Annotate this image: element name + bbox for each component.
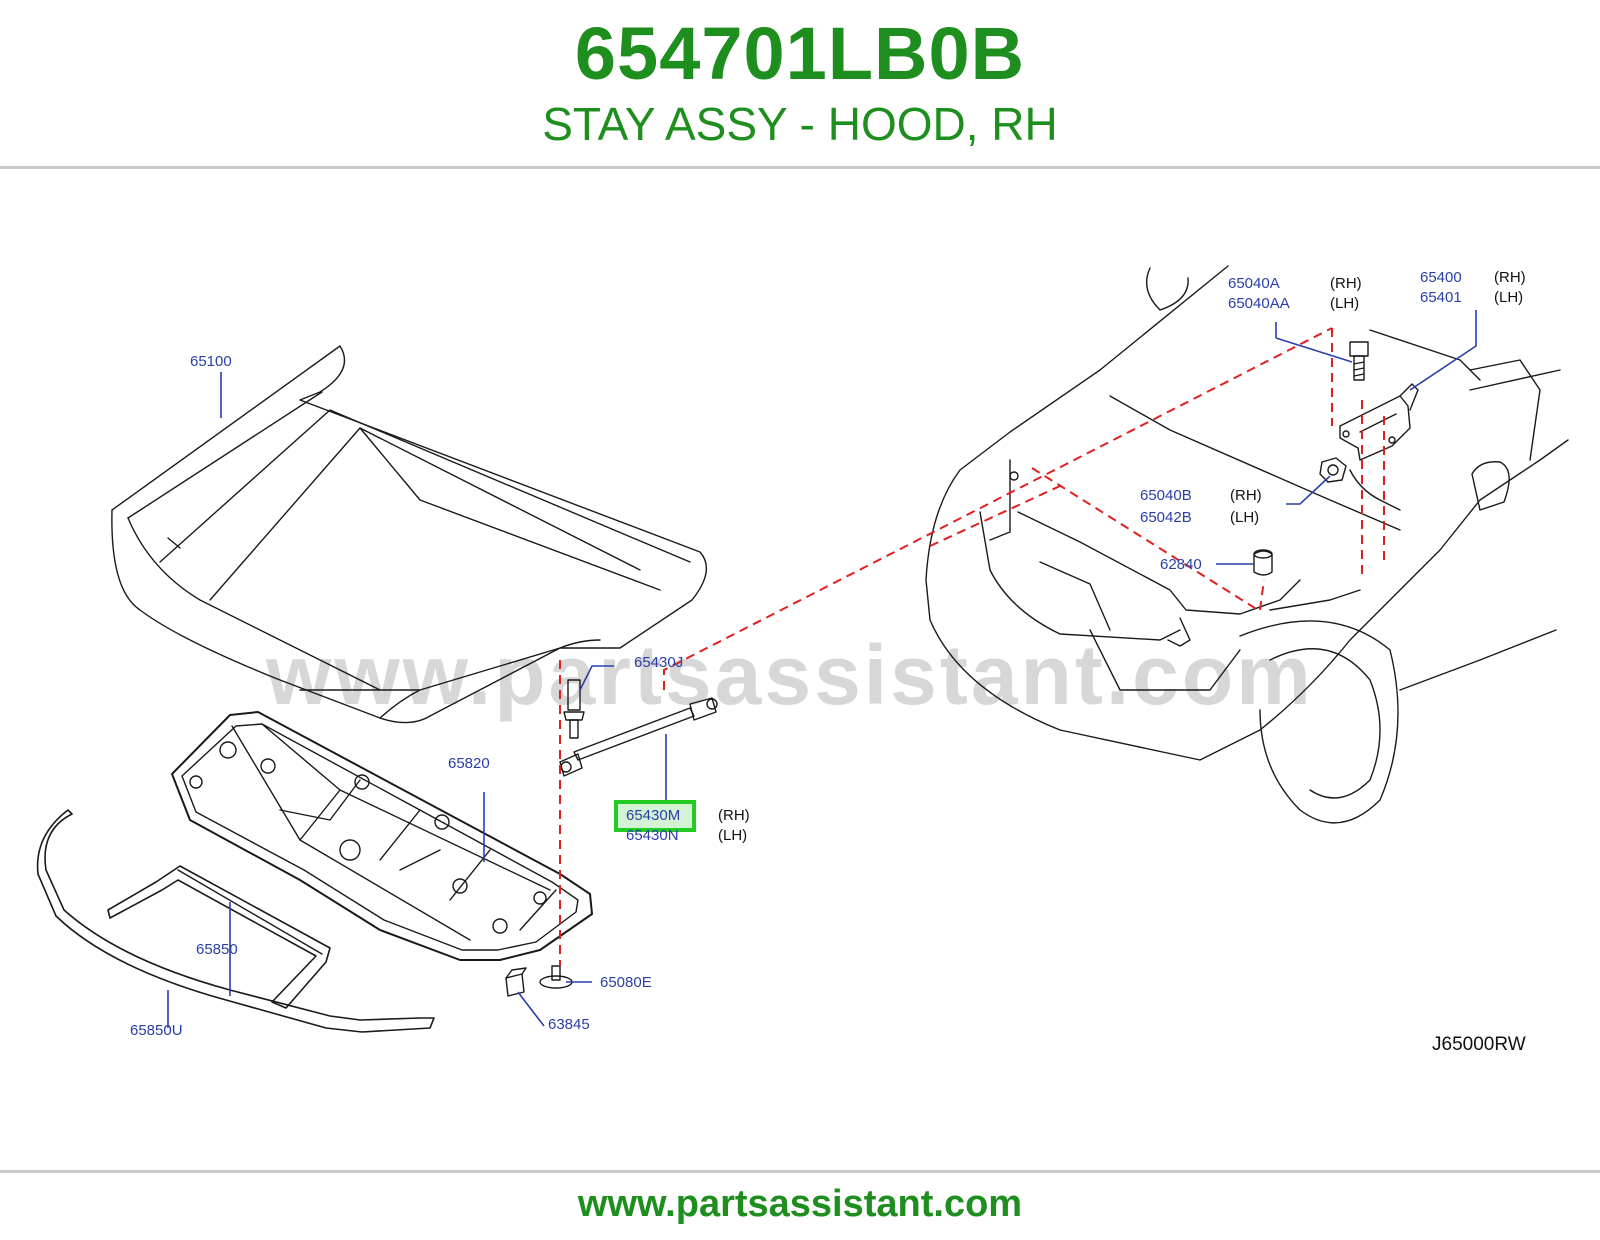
side-label-lh: (LH)	[1330, 295, 1360, 312]
part-description: STAY ASSY - HOOD, RH	[542, 98, 1058, 150]
highlight-box	[614, 800, 696, 832]
side-label-lh: (LH)	[1494, 289, 1524, 306]
callout-65430N: 65430N	[626, 827, 679, 844]
exploded-view-lines	[559, 327, 1385, 966]
callout-65040A: 65040A	[1228, 275, 1280, 292]
callout-65040B: 65040B	[1140, 487, 1192, 504]
side-label-rh: (RH)	[1494, 269, 1526, 286]
callout-63845: 63845	[548, 1016, 590, 1033]
page-header: 654701LB0B STAY ASSY - HOOD, RH	[0, 0, 1600, 168]
hood-stay-drawing	[559, 697, 718, 777]
callout-65850U: 65850U	[130, 1022, 183, 1039]
side-label-rh: (RH)	[1330, 275, 1362, 292]
side-label-rh: (RH)	[718, 807, 750, 824]
ball-stud-drawing	[563, 679, 585, 739]
callout-65850: 65850	[196, 941, 238, 958]
callout-65042B: 65042B	[1140, 509, 1192, 526]
side-label-rh: (RH)	[1230, 487, 1262, 504]
footer-url[interactable]: www.partsassistant.com	[577, 1183, 1023, 1225]
header-divider	[0, 166, 1600, 169]
callout-65080E: 65080E	[600, 974, 652, 991]
callout-65820: 65820	[448, 755, 490, 772]
hood-hinge-drawing	[1339, 383, 1419, 461]
hinge-nut-drawing	[1319, 457, 1347, 483]
side-label-lh: (LH)	[718, 827, 748, 844]
callout-65040AA: 65040AA	[1228, 295, 1290, 312]
parts-diagram: www.partsassistant.com	[0, 170, 1600, 1168]
watermark: www.partsassistant.com	[266, 628, 1314, 722]
bumper-drawing	[505, 967, 527, 997]
callout-65401: 65401	[1420, 289, 1462, 306]
diagram-drawing	[36, 265, 1569, 1033]
callout-65100: 65100	[190, 353, 232, 370]
hood-bumper-drawing	[1253, 549, 1273, 576]
part-number: 654701LB0B	[574, 12, 1026, 95]
hood-seal-drawing	[107, 865, 331, 1009]
side-label-lh: (LH)	[1230, 509, 1260, 526]
callout-65400: 65400	[1420, 269, 1462, 286]
hood-insulator-drawing	[171, 711, 593, 961]
callout-62840: 62840	[1160, 556, 1202, 573]
callout-65430J: 65430J	[634, 654, 684, 671]
callout-65430M[interactable]: 65430M	[626, 807, 681, 824]
clip-drawing	[539, 965, 573, 989]
footer-divider	[0, 1170, 1600, 1173]
diagram-reference-code: J65000RW	[1432, 1034, 1526, 1055]
hood-panel-drawing	[111, 345, 708, 724]
leader-lines	[167, 310, 1477, 1028]
front-molding-drawing	[36, 809, 435, 1033]
hinge-bolt-drawing	[1349, 341, 1369, 381]
vehicle-front-drawing	[925, 265, 1569, 824]
